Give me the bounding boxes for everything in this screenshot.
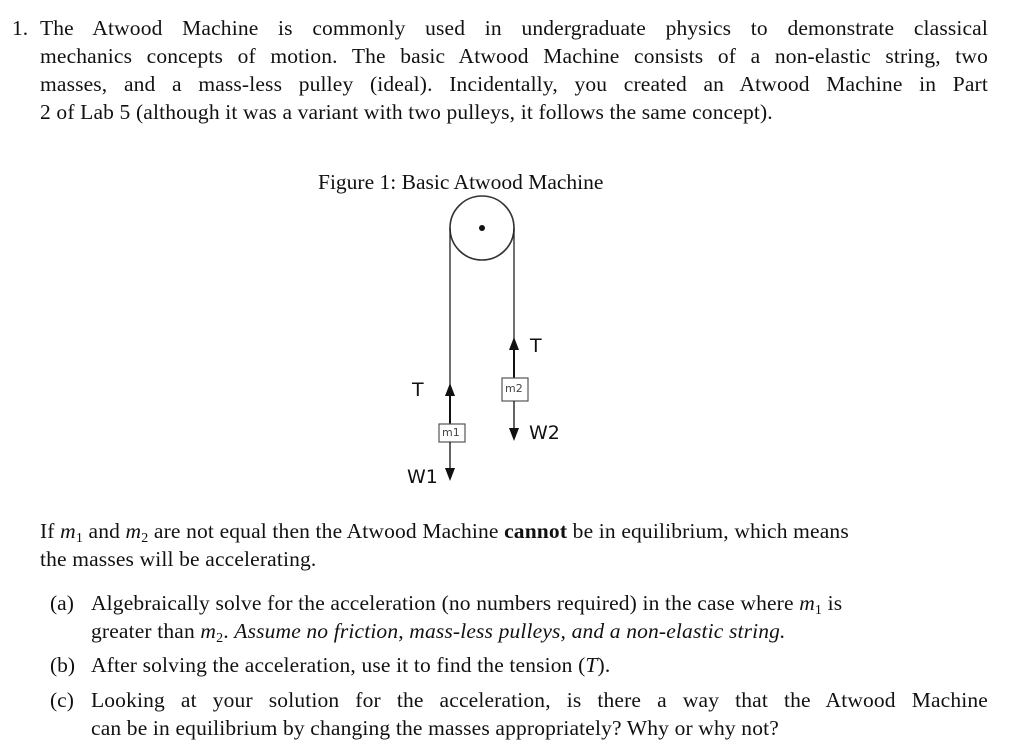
statement-line-2: the masses will be accelerating. — [40, 547, 317, 571]
weight2-label: W2 — [529, 422, 560, 444]
var-m2: m — [125, 519, 142, 543]
question-text: ). — [597, 653, 611, 677]
tension-right-arrow-icon — [509, 337, 519, 350]
pulley-icon — [449, 195, 515, 261]
question-c-line-1: Looking at your solution for the acceler… — [91, 688, 988, 712]
question-text: After solving the acceleration, use it t… — [91, 653, 586, 677]
mass2-box — [501, 377, 529, 402]
mass2-label: m2 — [505, 382, 523, 395]
var-T: T — [585, 653, 598, 677]
mass1-box — [438, 423, 466, 443]
statement-text: and — [83, 519, 126, 543]
var-m2: m — [200, 619, 217, 643]
figure-caption: Figure 1: Basic Atwood Machine — [318, 170, 604, 194]
question-text: greater than — [91, 619, 201, 643]
var-m2-sub: 2 — [216, 631, 224, 646]
tension-left-arrow-icon — [445, 383, 455, 396]
statement-text: are not equal then the Atwood Machine — [148, 519, 505, 543]
var-m1: m — [60, 519, 76, 543]
tension-left-label: T — [412, 379, 424, 401]
atwood-machine-diagram — [438, 195, 529, 481]
weight1-arrow-icon — [445, 468, 455, 481]
question-c-label: (c) — [50, 688, 74, 712]
question-a-label: (a) — [50, 591, 74, 615]
question-text: . — [223, 619, 235, 643]
mass1-label: m1 — [442, 426, 460, 439]
emphasis-cannot: cannot — [504, 519, 568, 543]
question-a-line-1: Algebraically solve for the acceleration… — [91, 591, 842, 619]
tension-right-label: T — [530, 335, 542, 357]
var-m2-sub: 2 — [141, 531, 149, 546]
intro-line-4: 2 of Lab 5 (although it was a variant wi… — [40, 100, 773, 124]
weight2-arrow-icon — [509, 428, 519, 441]
var-m1-sub: 1 — [75, 531, 83, 546]
question-b-line: After solving the acceleration, use it t… — [91, 653, 610, 678]
question-a-line-2: greater than m2. Assume no friction, mas… — [91, 619, 786, 647]
question-b-label: (b) — [50, 653, 76, 677]
question-text: Algebraically solve for the acceleration… — [91, 591, 800, 615]
var-m1-sub: 1 — [814, 603, 823, 618]
assumptions-text: Assume no friction, mass-less pulleys, a… — [234, 619, 786, 643]
intro-line-3: masses, and a mass-less pulley (ideal). … — [40, 72, 988, 96]
weight1-label: W1 — [407, 466, 438, 488]
statement-line-1: If m1 and m2 are not equal then the Atwo… — [40, 519, 988, 547]
intro-line-2: mechanics concepts of motion. The basic … — [40, 44, 988, 68]
question-c-line-2: can be in equilibrium by changing the ma… — [91, 716, 779, 740]
question-text: is — [822, 591, 843, 615]
statement-text: be in equilibrium, which means — [567, 519, 849, 543]
var-m1: m — [799, 591, 815, 615]
problem-number: 1. — [12, 16, 29, 40]
statement-text: If — [40, 519, 61, 543]
intro-line-1: The Atwood Machine is commonly used in u… — [40, 16, 988, 40]
